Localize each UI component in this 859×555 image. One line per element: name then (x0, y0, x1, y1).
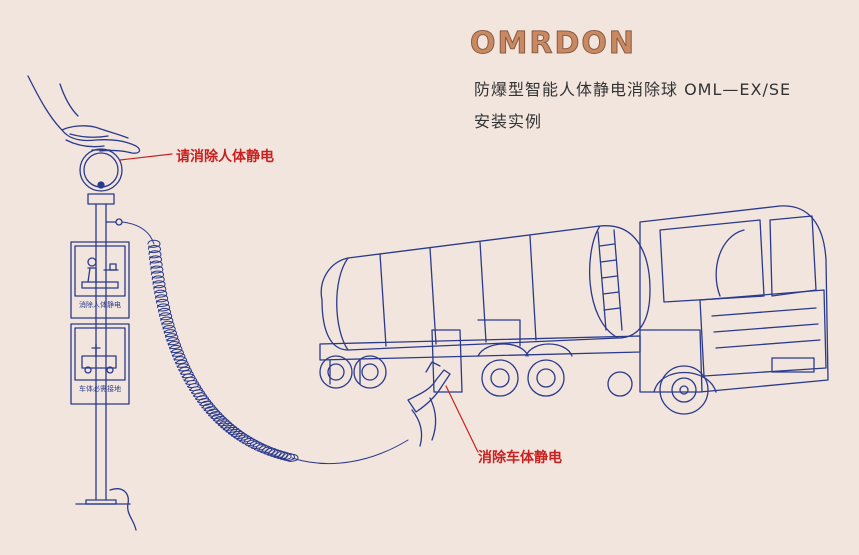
grounding-clamp (407, 361, 451, 447)
coiled-cable (121, 221, 409, 465)
callout-truck-static: 消除车体静电 (478, 450, 562, 466)
brand-logo: OMRDON (470, 26, 636, 62)
tanker-truck (319, 205, 829, 415)
callout-leader-lines (119, 153, 479, 453)
sign-upper-caption: 消除人体静电 (79, 301, 121, 309)
sign-lower-caption: 车体必需接地 (79, 385, 121, 393)
page-subtitle: 安装实例 (474, 112, 543, 131)
static-eliminator-ball (79, 148, 123, 205)
sign-lower (70, 323, 130, 405)
page-title: 防爆型智能人体静电消除球 OML—EX/SE (474, 80, 792, 99)
callout-body-static: 请消除人体静电 (176, 149, 274, 165)
post (75, 203, 137, 531)
sign-upper (70, 241, 130, 319)
hand-icon (27, 75, 141, 154)
